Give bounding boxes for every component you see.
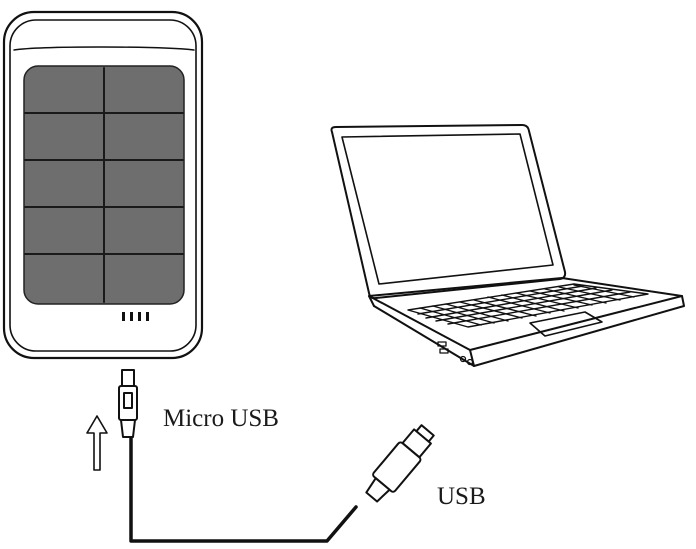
up-arrow-icon bbox=[86, 415, 108, 471]
solar-panel bbox=[23, 65, 185, 305]
usb-label: USB bbox=[437, 483, 486, 510]
usb-cable bbox=[129, 435, 358, 543]
laptop-keyboard bbox=[407, 283, 649, 328]
battery-indicator-dots bbox=[122, 312, 149, 321]
micro-usb-plug-icon bbox=[118, 369, 138, 438]
micro-usb-label: Micro USB bbox=[163, 405, 279, 432]
power-bank-icon bbox=[2, 10, 204, 360]
laptop-icon bbox=[330, 124, 685, 367]
laptop-ports bbox=[437, 341, 474, 366]
laptop-touchpad bbox=[529, 311, 603, 337]
usb-plug-icon bbox=[365, 424, 435, 503]
